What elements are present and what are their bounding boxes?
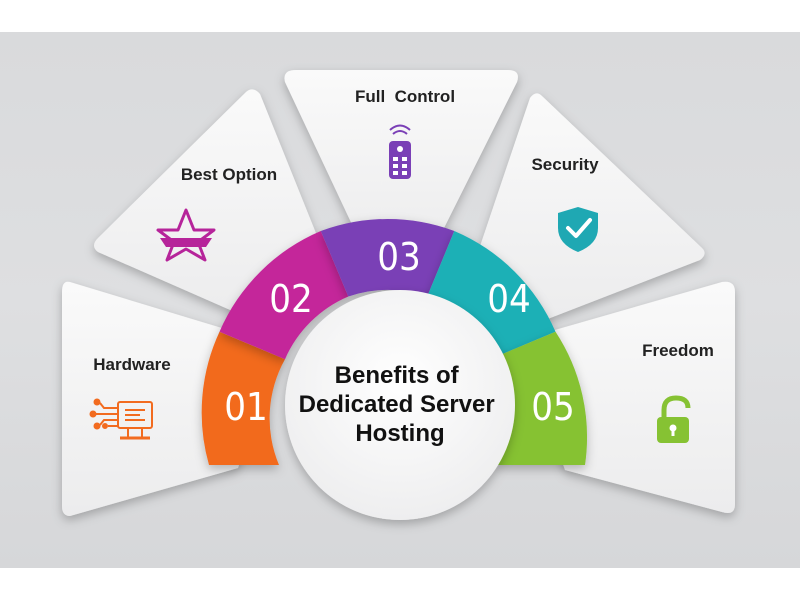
label-security: Security <box>531 155 599 174</box>
open-padlock-icon <box>657 395 691 443</box>
shield-check-icon <box>558 207 598 252</box>
center-title-line-2: Dedicated Server <box>299 391 495 418</box>
segment-01 <box>201 331 285 465</box>
number-03: 03 <box>377 235 421 279</box>
remote-control-icon <box>389 124 411 179</box>
segment-05 <box>490 331 588 465</box>
star-ribbon-icon <box>156 208 216 262</box>
label-full-control: Full Control <box>355 87 455 106</box>
number-05: 05 <box>531 385 575 429</box>
hardware-circuit-monitor-icon <box>89 398 153 440</box>
segment-03 <box>320 219 455 297</box>
segment-02 <box>219 231 349 360</box>
center-hub <box>285 290 515 520</box>
center-title: Benefits of Dedicated Server Hosting <box>299 362 502 447</box>
segment-04 <box>427 231 556 360</box>
number-02: 02 <box>269 277 313 321</box>
label-best-option: Best Option <box>181 165 277 184</box>
card-security <box>472 93 705 320</box>
number-01: 01 <box>224 385 268 429</box>
number-04: 04 <box>487 277 531 321</box>
label-hardware: Hardware <box>93 355 170 374</box>
center-title-line-1: Benefits of <box>335 362 460 389</box>
center-title-line-3: Hosting <box>355 420 444 447</box>
label-freedom: Freedom <box>642 341 714 360</box>
